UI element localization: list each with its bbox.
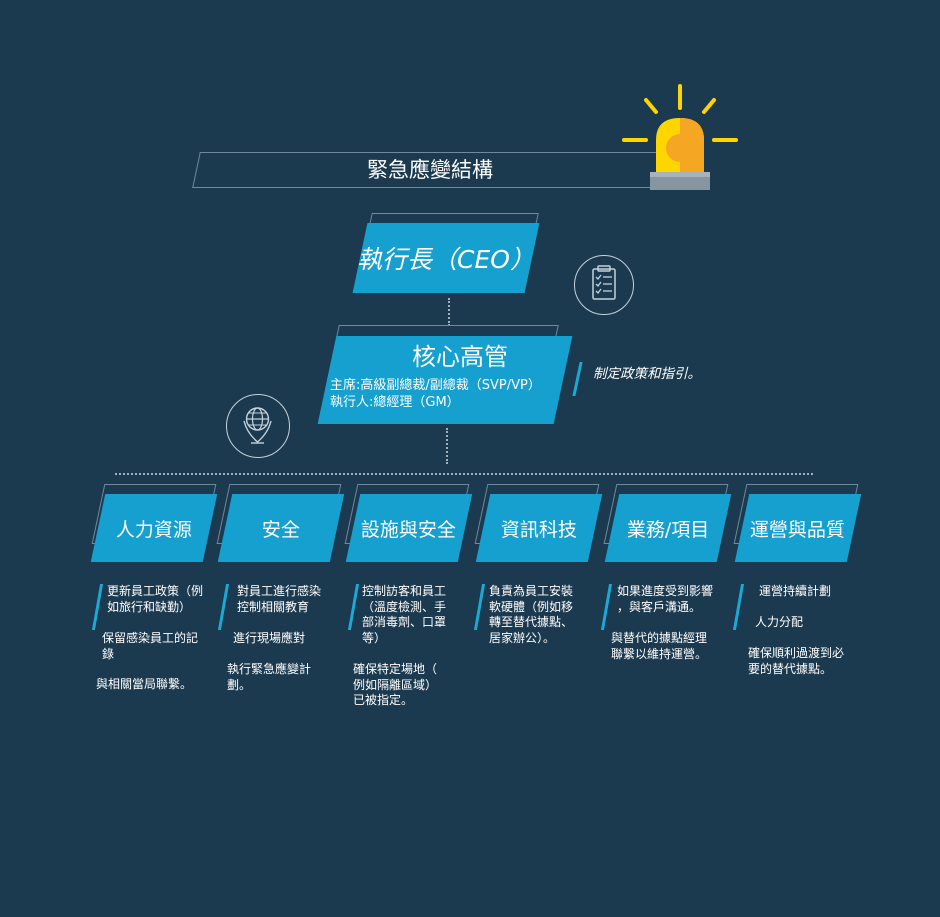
dept-operations-box: 運營與品質 xyxy=(734,494,862,562)
alarm-light-icon xyxy=(622,84,738,190)
dept-facilities-box: 設施與安全 xyxy=(345,494,473,562)
connector-core-departments xyxy=(446,428,448,464)
dept-facilities-label: 設施與安全 xyxy=(361,518,457,541)
dept-hr-item: 更新員工政策（例 如旅行和缺勤） xyxy=(107,584,204,614)
dept-it-item: 負責為員工安裝 軟硬體（例如移 轉至替代據點、 居家辦公）。 xyxy=(489,584,574,645)
dept-hr-label: 人力資源 xyxy=(115,518,192,541)
dept-safety-item: 進行現場應對 xyxy=(233,631,306,645)
dept-safety-label: 安全 xyxy=(261,518,300,541)
core-executor-text: 執行人:總經理（GM） xyxy=(330,395,460,410)
dept-business-item: 如果進度受到影響 ，與客戶溝通。 xyxy=(617,584,714,614)
dept-safety-box: 安全 xyxy=(217,494,345,562)
dept-safety-item: 執行緊急應變計 劃。 xyxy=(227,662,312,692)
page-title: 緊急應變結構 xyxy=(367,158,493,182)
department-connector-line xyxy=(115,473,813,475)
clipboard-checklist-icon xyxy=(574,255,634,315)
dept-facilities-accent-bar xyxy=(347,584,360,630)
dept-facilities-item: 控制訪客和員工 （溫度檢測、手 部消毒劑、口罩 等） xyxy=(362,584,447,645)
dept-safety-item: 對員工進行感染 控制相關教育 xyxy=(237,584,322,614)
ceo-label: 執行長（CEO） xyxy=(357,245,535,274)
dept-it-accent-bar xyxy=(473,584,486,630)
dept-operations-label: 運營與品質 xyxy=(750,518,846,541)
dept-operations-item: 確保順利過渡到必 要的替代據點。 xyxy=(748,646,845,676)
dept-business-accent-bar xyxy=(600,584,613,630)
dept-operations-item: 運營持續計劃 xyxy=(759,584,832,598)
dept-it-label: 資訊科技 xyxy=(500,518,577,541)
dept-business-label: 業務/項目 xyxy=(626,518,710,541)
dept-operations-item: 人力分配 xyxy=(755,615,804,629)
dept-business-box: 業務/項目 xyxy=(604,494,732,562)
connector-ceo-core xyxy=(448,298,450,326)
dept-hr-box: 人力資源 xyxy=(90,494,218,562)
core-chair-text: 主席:高級副總裁/副總裁（SVP/VP） xyxy=(330,378,541,393)
dept-hr-item: 保留感染員工的記 錄 xyxy=(102,631,199,661)
dept-business-item: 與替代的據點經理 聯繫以維持運營。 xyxy=(611,631,708,661)
policy-text: 制定政策和指引。 xyxy=(593,366,701,382)
dept-safety-accent-bar xyxy=(217,584,230,630)
dept-it-box: 資訊科技 xyxy=(475,494,603,562)
ceo-box: 執行長（CEO） xyxy=(352,223,540,293)
dept-hr-accent-bar xyxy=(91,584,104,630)
core-management-title: 核心高管 xyxy=(412,343,508,371)
dept-operations-accent-bar xyxy=(732,584,745,630)
dept-hr-item: 與相關當局聯繫。 xyxy=(96,677,193,691)
dept-facilities-item: 確保特定場地（ 例如隔離區域） 已被指定。 xyxy=(353,662,438,707)
globe-location-icon xyxy=(226,394,290,458)
policy-accent-bar xyxy=(572,362,583,396)
